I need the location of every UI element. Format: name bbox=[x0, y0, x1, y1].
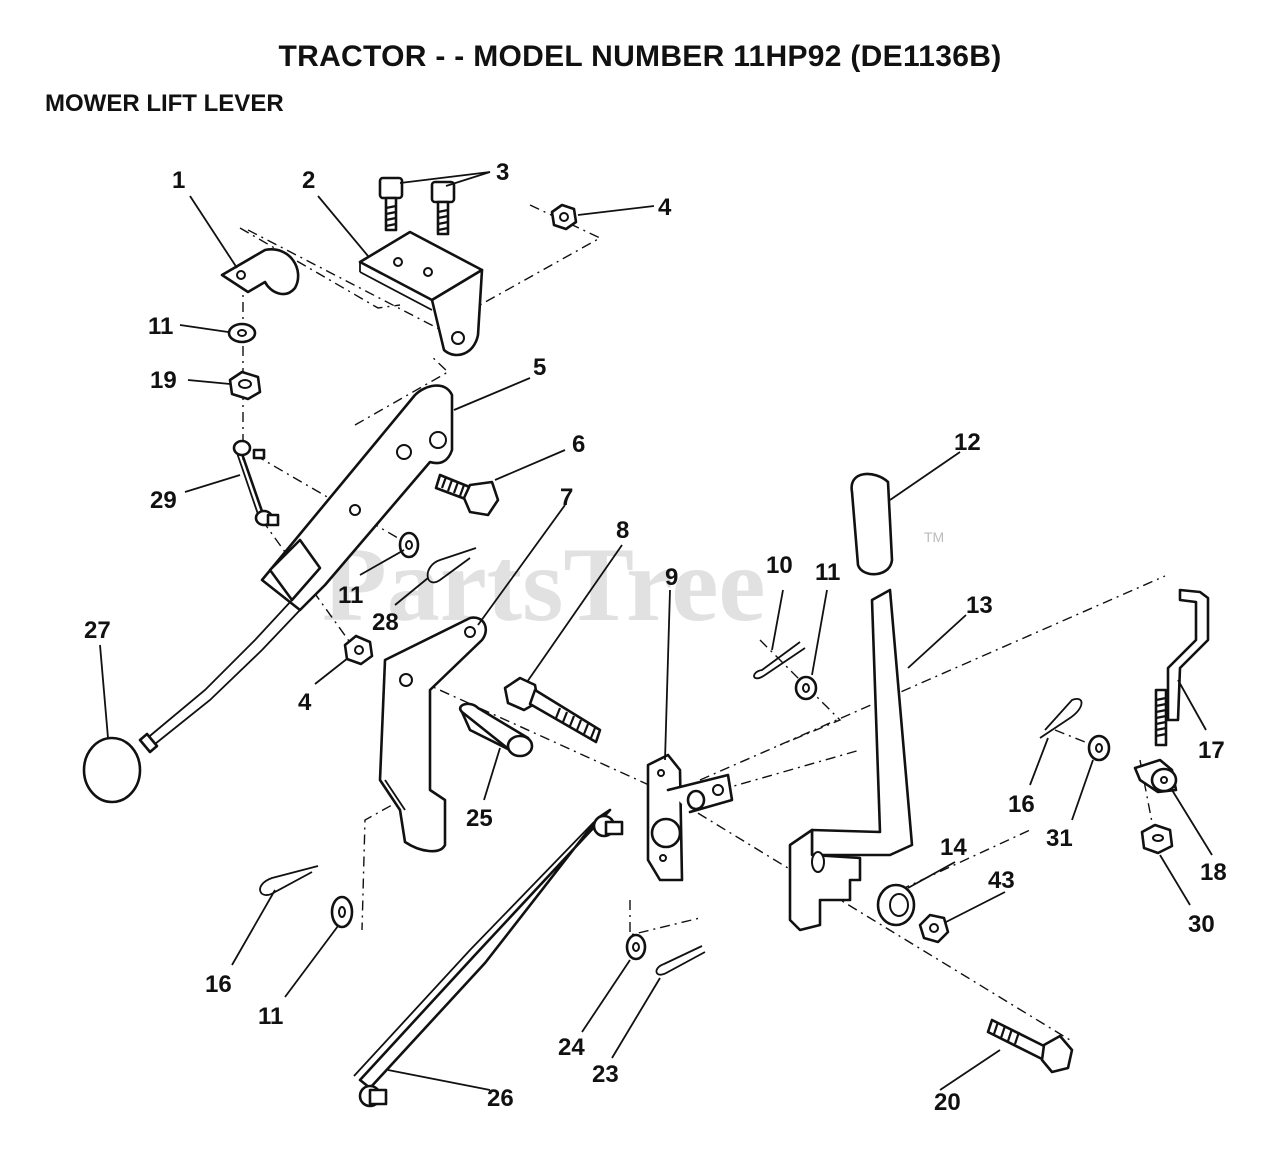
callout-24: 24 bbox=[558, 1034, 585, 1061]
callout-14: 14 bbox=[940, 834, 967, 861]
part-13-handle bbox=[788, 588, 914, 932]
callout-18: 18 bbox=[1200, 859, 1227, 886]
part-11-washer-b bbox=[398, 531, 420, 559]
callout-3: 3 bbox=[496, 159, 509, 186]
part-11-washer-a bbox=[227, 322, 257, 344]
callout-29: 29 bbox=[150, 487, 177, 514]
part-12-grip bbox=[850, 472, 894, 576]
part-20-bolt bbox=[986, 1018, 1074, 1074]
part-11-washer-d bbox=[330, 895, 354, 929]
part-11-washer-c bbox=[794, 675, 818, 701]
callout-16-right: 16 bbox=[1008, 791, 1035, 818]
part-16-hairpin-left bbox=[259, 865, 319, 896]
part-31-washer bbox=[1087, 734, 1111, 762]
callout-19: 19 bbox=[150, 367, 177, 394]
part-28-hairpin bbox=[426, 547, 477, 584]
part-5-lift-arm bbox=[138, 384, 454, 754]
callout-11-lower: 11 bbox=[258, 1003, 283, 1030]
callout-23: 23 bbox=[592, 1061, 619, 1088]
partstree-watermark: PartsTree bbox=[322, 526, 765, 643]
part-3-bolts bbox=[378, 176, 456, 236]
part-4-nut-mid bbox=[343, 634, 374, 666]
callout-4: 4 bbox=[658, 194, 672, 221]
callout-20: 20 bbox=[934, 1089, 961, 1116]
callout-43: 43 bbox=[988, 867, 1015, 894]
callout-10: 10 bbox=[766, 552, 793, 579]
callout-26: 26 bbox=[487, 1085, 514, 1112]
part-16-hairpin-right bbox=[1039, 698, 1083, 739]
callout-30: 30 bbox=[1188, 911, 1215, 938]
part-23-cotter-pin bbox=[655, 945, 706, 976]
part-2-bracket bbox=[358, 230, 484, 357]
section-subtitle: MOWER LIFT LEVER bbox=[45, 90, 284, 117]
callout-1: 1 bbox=[172, 167, 185, 194]
part-1-clip bbox=[220, 248, 300, 296]
callout-16-left: 16 bbox=[205, 971, 232, 998]
callout-labels: 1 2 3 4 11 19 5 6 29 12 7 8 9 10 11 13 1… bbox=[84, 159, 1227, 1116]
part-19-nut bbox=[228, 370, 262, 401]
part-27-knob bbox=[82, 736, 142, 804]
callout-9: 9 bbox=[665, 564, 678, 591]
trademark-mark: TM bbox=[924, 529, 944, 545]
callout-11-right: 11 bbox=[815, 559, 840, 586]
callout-11: 11 bbox=[148, 313, 173, 340]
part-24-washer bbox=[625, 933, 647, 961]
part-43-nut bbox=[918, 913, 950, 944]
callout-12: 12 bbox=[954, 429, 981, 456]
callout-28: 28 bbox=[372, 609, 399, 636]
callout-11-mid: 11 bbox=[338, 582, 363, 609]
callout-8: 8 bbox=[616, 517, 629, 544]
callout-13: 13 bbox=[966, 592, 993, 619]
part-18-swivel bbox=[1133, 758, 1178, 794]
part-10-cotter-pin bbox=[753, 641, 806, 680]
callout-27: 27 bbox=[84, 617, 111, 644]
callout-5: 5 bbox=[533, 354, 546, 381]
callout-17: 17 bbox=[1198, 737, 1225, 764]
part-26-lift-link bbox=[353, 808, 624, 1108]
callout-7: 7 bbox=[560, 484, 573, 511]
page-title: TRACTOR - - MODEL NUMBER 11HP92 (DE1136B… bbox=[278, 40, 1002, 73]
part-25-spacer bbox=[459, 702, 534, 758]
callout-25: 25 bbox=[466, 805, 493, 832]
part-14-bushing bbox=[876, 883, 916, 927]
leader-lines bbox=[99, 171, 1213, 1091]
callout-4-mid: 4 bbox=[298, 689, 312, 716]
part-30-nut bbox=[1140, 823, 1174, 855]
callout-2: 2 bbox=[302, 167, 315, 194]
part-29-link bbox=[232, 439, 280, 527]
part-6-bolt bbox=[434, 473, 500, 517]
part-4-nut-top bbox=[550, 203, 578, 231]
part-9-pivot bbox=[646, 753, 734, 882]
part-17-rod bbox=[1154, 588, 1210, 747]
callout-6: 6 bbox=[572, 431, 585, 458]
callout-31: 31 bbox=[1046, 825, 1073, 852]
part-8-bolt bbox=[503, 676, 602, 744]
